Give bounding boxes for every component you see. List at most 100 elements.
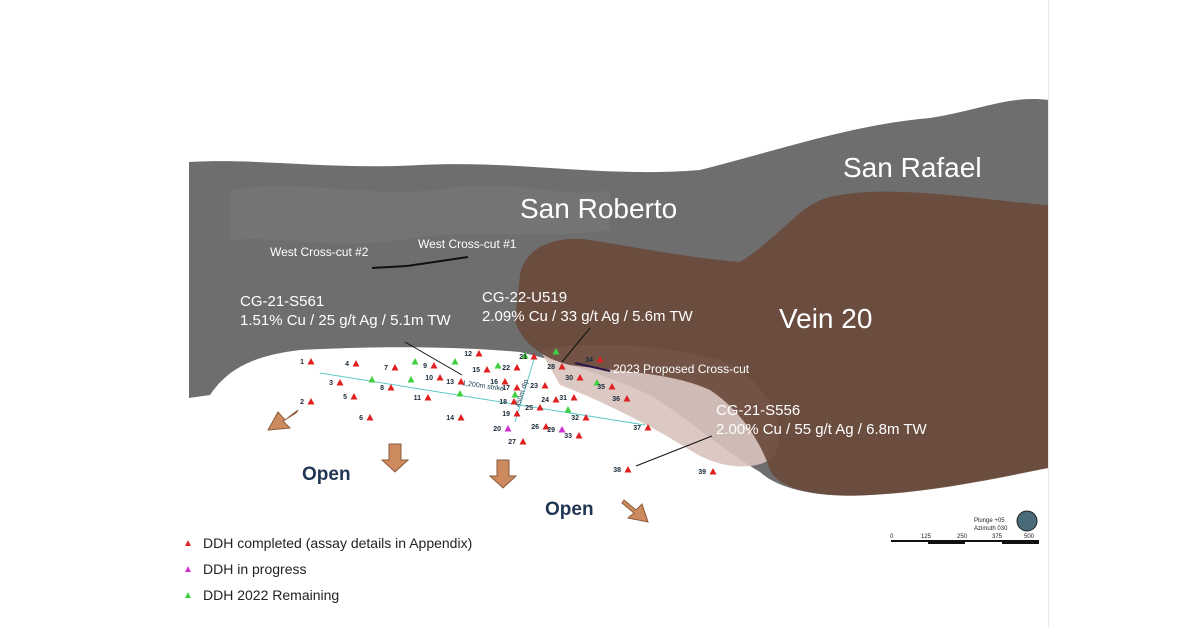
- drillhole-marker: [307, 398, 315, 405]
- drillhole-label: 4: [345, 361, 349, 368]
- legend-item-remaining: ▲ DDH 2022 Remaining: [183, 582, 472, 608]
- drillhole-marker: [558, 426, 566, 433]
- drillhole-label: 7: [384, 365, 388, 372]
- drillhole-label: 9: [423, 363, 427, 370]
- drillhole-label: 6: [359, 415, 363, 422]
- host-texture: [230, 185, 610, 244]
- drillhole-marker: [709, 468, 717, 475]
- drillhole-marker: [391, 364, 399, 371]
- magenta-triangle-icon: ▲: [183, 563, 193, 575]
- drillhole-marker: [501, 378, 509, 385]
- drillhole-label: 1: [300, 359, 304, 366]
- red-triangle-icon: ▲: [183, 537, 193, 549]
- green-triangle-icon: ▲: [183, 589, 193, 601]
- drillhole-label: 23: [530, 383, 538, 390]
- scale-bar-graphic: [891, 540, 1039, 544]
- drillhole-label: 3: [329, 380, 333, 387]
- drillhole-label: 28: [547, 364, 555, 371]
- drillhole-marker: [608, 383, 616, 390]
- remaining-hole-marker: [368, 376, 376, 383]
- drillhole-label: 27: [508, 439, 516, 446]
- arrow-left-down: [267, 409, 299, 431]
- remaining-hole-marker: [456, 390, 464, 397]
- drillhole-label: 30: [565, 375, 573, 382]
- remaining-hole-marker: [564, 406, 572, 413]
- drillhole-marker: [457, 414, 465, 421]
- s556-values: 2.00% Cu / 55 g/t Ag / 6.8m TW: [716, 421, 927, 438]
- open-arrows: [267, 409, 649, 523]
- arrow-down-2: [488, 459, 518, 489]
- drillhole-label: 5: [343, 394, 347, 401]
- legend-item-in-progress: ▲ DDH in progress: [183, 556, 472, 582]
- drillhole-label: 35: [597, 384, 605, 391]
- arrow-right-down: [621, 499, 649, 523]
- vein-20-body: [515, 191, 1048, 496]
- west-crosscut-1-line: [406, 256, 469, 267]
- drillhole-label: 31: [559, 395, 567, 402]
- open-label-1: Open: [302, 464, 351, 485]
- drillhole-label: 37: [633, 425, 641, 432]
- drillhole-label: 39: [698, 469, 706, 476]
- u519-id: CG-22-U519: [482, 289, 568, 306]
- drillhole-label: 33: [564, 433, 572, 440]
- s561-values: 1.51% Cu / 25 g/t Ag / 5.1m TW: [240, 312, 451, 329]
- drillhole-label: 26: [531, 424, 539, 431]
- drillhole-marker: [504, 425, 512, 432]
- remaining-hole-marker: [407, 376, 415, 383]
- drillhole-label: 2: [300, 399, 304, 406]
- drillhole-label: 15: [472, 367, 480, 374]
- drillhole-label: 11: [414, 395, 422, 402]
- scale-tick-500: 500: [1024, 534, 1035, 540]
- globe-icon: [1016, 510, 1038, 532]
- drillhole-marker: [513, 384, 521, 391]
- arrow-down-1: [380, 443, 410, 473]
- legend-label: DDH completed (assay details in Appendix…: [203, 535, 473, 551]
- drillhole-label: 13: [446, 379, 454, 386]
- drillhole-marker: [530, 353, 538, 360]
- drillhole-marker: [352, 360, 360, 367]
- west-crosscut-1-label: West Cross-cut #1: [418, 237, 517, 251]
- drillhole-label: 32: [571, 415, 579, 422]
- remaining-hole-marker: [511, 391, 519, 398]
- scale-tick-0: 0: [890, 534, 894, 540]
- drillhole-label: 19: [502, 411, 510, 418]
- drillhole-label: 36: [612, 396, 620, 403]
- san-rafael-label: San Rafael: [843, 152, 982, 183]
- drillhole-marker: [536, 404, 544, 411]
- vein-20-label: Vein 20: [779, 303, 873, 334]
- drillhole-marker: [475, 350, 483, 357]
- drillhole-marker: [483, 366, 491, 373]
- remaining-hole-marker: [552, 348, 560, 355]
- drillhole-marker: [424, 394, 432, 401]
- scale-bar: Plunge +05 Azimuth 030 0 125 250 375 500: [888, 510, 1038, 550]
- dip-line: [514, 355, 536, 423]
- drillhole-marker: [307, 358, 315, 365]
- drillhole-marker: [582, 414, 590, 421]
- drillhole-marker: [387, 384, 395, 391]
- drillhole-marker: [542, 423, 550, 430]
- drillhole-label: 22: [502, 365, 510, 372]
- drillhole-label: 16: [490, 379, 498, 386]
- drillhole-marker: [430, 362, 438, 369]
- drillhole-label: 38: [613, 467, 621, 474]
- drillhole-label: 25: [525, 405, 533, 412]
- drillhole-marker: [558, 363, 566, 370]
- plunge-label: Plunge +05: [974, 518, 1005, 524]
- proposed-crosscut-label: 2023 Proposed Cross-cut: [613, 362, 750, 376]
- page-edge-line: [1048, 0, 1049, 627]
- open-label-2: Open: [545, 499, 594, 520]
- u519-leader: [561, 327, 591, 363]
- azimuth-label: Azimuth 030: [974, 526, 1008, 532]
- drillhole-marker: [457, 378, 465, 385]
- drillhole-label: 18: [499, 399, 507, 406]
- legend-item-completed: ▲ DDH completed (assay details in Append…: [183, 530, 472, 556]
- drillhole-marker: [513, 364, 521, 371]
- drillhole-marker: [644, 424, 652, 431]
- drillhole-marker: [623, 395, 631, 402]
- drillhole-marker: [350, 393, 358, 400]
- drillhole-label: 10: [425, 375, 433, 382]
- drillhole-marker: [519, 438, 527, 445]
- drillhole-marker: [624, 466, 632, 473]
